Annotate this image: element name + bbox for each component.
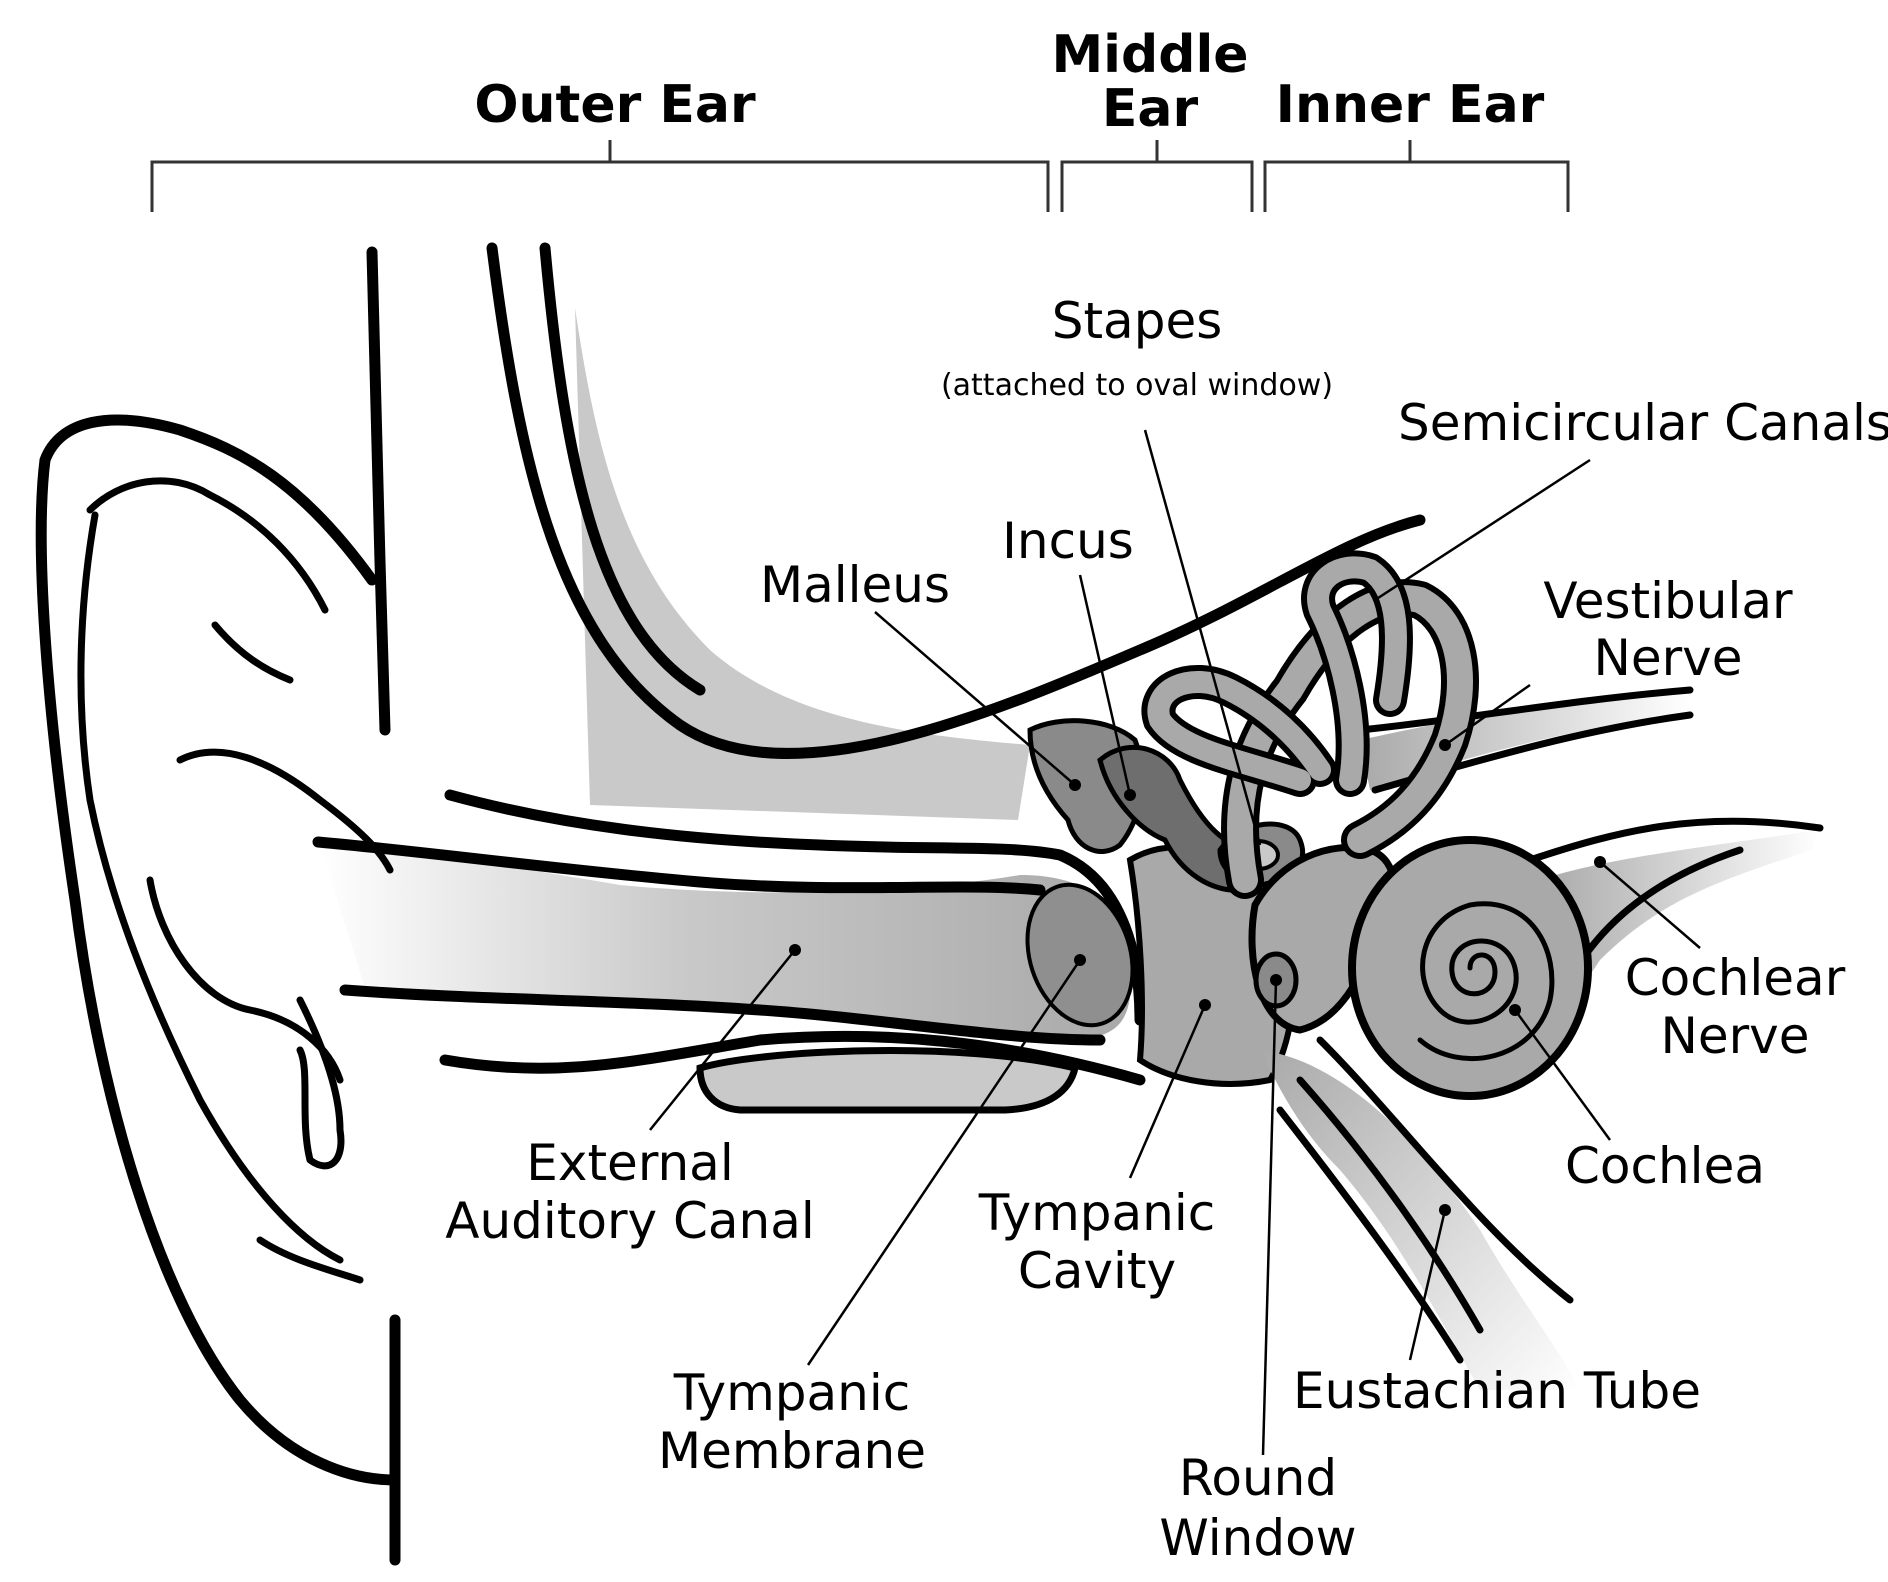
stapes-leader bbox=[1143, 429, 1262, 846]
vestibular-nerve-dot bbox=[1439, 739, 1451, 751]
tympanic-cavity-label-line1: Tympanic bbox=[978, 1184, 1216, 1242]
tympanic-cavity-dot bbox=[1199, 999, 1211, 1011]
inner-ear-bracket bbox=[1263, 140, 1570, 212]
vestibular-nerve-label-line1: Vestibular bbox=[1543, 572, 1793, 630]
cochlear-nerve-dot bbox=[1594, 856, 1606, 868]
cochlear-nerve-label-line2: Nerve bbox=[1660, 1007, 1809, 1065]
middle-ear-title-line2: Ear bbox=[1102, 79, 1199, 139]
semicircular-canals-label: Semicircular Canals bbox=[1398, 394, 1888, 452]
external-canal-label-line2: Auditory Canal bbox=[445, 1192, 815, 1250]
incus-dot bbox=[1124, 789, 1136, 801]
ear-canal-upper-inner-wall bbox=[312, 836, 1046, 896]
cochlea-leader bbox=[1513, 1009, 1612, 1141]
semicircular-canals-shape bbox=[1141, 550, 1479, 899]
eustachian-tube-leader bbox=[1408, 1209, 1447, 1361]
outer-ear-title: Outer Ear bbox=[474, 75, 756, 135]
round-window-label-line1: Round bbox=[1179, 1449, 1337, 1507]
middle-ear-bracket bbox=[1060, 140, 1254, 212]
incus-leader bbox=[1078, 574, 1132, 796]
eustachian-tube-upper-wall bbox=[1316, 1036, 1574, 1304]
round-window-label-line2: Window bbox=[1159, 1509, 1356, 1567]
tympanic-membrane-dot bbox=[1074, 954, 1086, 966]
inner-ear-title: Inner Ear bbox=[1276, 75, 1545, 135]
semicircular-canals-leader bbox=[1374, 458, 1591, 602]
vestibular-nerve-shape bbox=[1360, 690, 1690, 790]
tympanic-membrane-leader bbox=[806, 959, 1082, 1366]
pinna-shape bbox=[35, 246, 401, 1566]
round-window-dot bbox=[1270, 974, 1282, 986]
label-leaders bbox=[649, 429, 1701, 1456]
temporal-bone-shape bbox=[575, 308, 1030, 820]
tympanic-cavity-label-line2: Cavity bbox=[1018, 1242, 1176, 1300]
lower-bone-shape bbox=[696, 1047, 1080, 1114]
eustachian-tube-lower-wall bbox=[1276, 1106, 1464, 1364]
cochlear-nerve-shape bbox=[1540, 830, 1820, 1030]
vestibular-nerve-leader bbox=[1444, 683, 1531, 747]
vestibular-nerve-label-line2: Nerve bbox=[1593, 629, 1742, 687]
malleus-label: Malleus bbox=[760, 556, 950, 614]
malleus-dot bbox=[1069, 779, 1081, 791]
stapes-label: Stapes bbox=[1052, 292, 1223, 350]
cochlea-label: Cochlea bbox=[1565, 1137, 1765, 1195]
tympanic-membrane-label-line2: Membrane bbox=[658, 1422, 926, 1480]
external-canal-leader bbox=[649, 949, 796, 1131]
external-canal-dot bbox=[789, 944, 801, 956]
outer-ear-bracket bbox=[150, 140, 1050, 212]
skull-inner-contour bbox=[539, 242, 706, 696]
skull-outer-contour bbox=[486, 242, 1426, 759]
vestibular-nerve-top bbox=[1356, 686, 1694, 734]
cochlea-spiral bbox=[1417, 901, 1555, 1062]
eustachian-tube-shape bbox=[1260, 1050, 1580, 1390]
eustachian-tube-label: Eustachian Tube bbox=[1293, 1362, 1701, 1420]
middle-ear-title-line1: Middle bbox=[1051, 25, 1248, 85]
ear-canal-upper-wall bbox=[444, 789, 1146, 1026]
cochlea-dot bbox=[1509, 1004, 1521, 1016]
cochlear-nerve-leader bbox=[1599, 861, 1701, 949]
round-window-leader bbox=[1261, 979, 1278, 1456]
stapes-note-label: (attached to oval window) bbox=[941, 368, 1333, 403]
malleus-leader bbox=[874, 611, 1076, 786]
eustachian-tube-middle-wall bbox=[1296, 1076, 1484, 1334]
eustachian-tube-dot bbox=[1439, 1204, 1451, 1216]
cochlear-nerve-top bbox=[1526, 817, 1824, 864]
external-canal-label-line1: External bbox=[526, 1134, 733, 1192]
tympanic-cavity-leader bbox=[1128, 1004, 1207, 1179]
cochlear-nerve-label-line1: Cochlear bbox=[1625, 949, 1846, 1007]
tympanic-membrane-label-line1: Tympanic bbox=[673, 1364, 911, 1422]
ear-canal-lower-wall bbox=[339, 984, 1106, 1046]
incus-label: Incus bbox=[1002, 512, 1134, 570]
